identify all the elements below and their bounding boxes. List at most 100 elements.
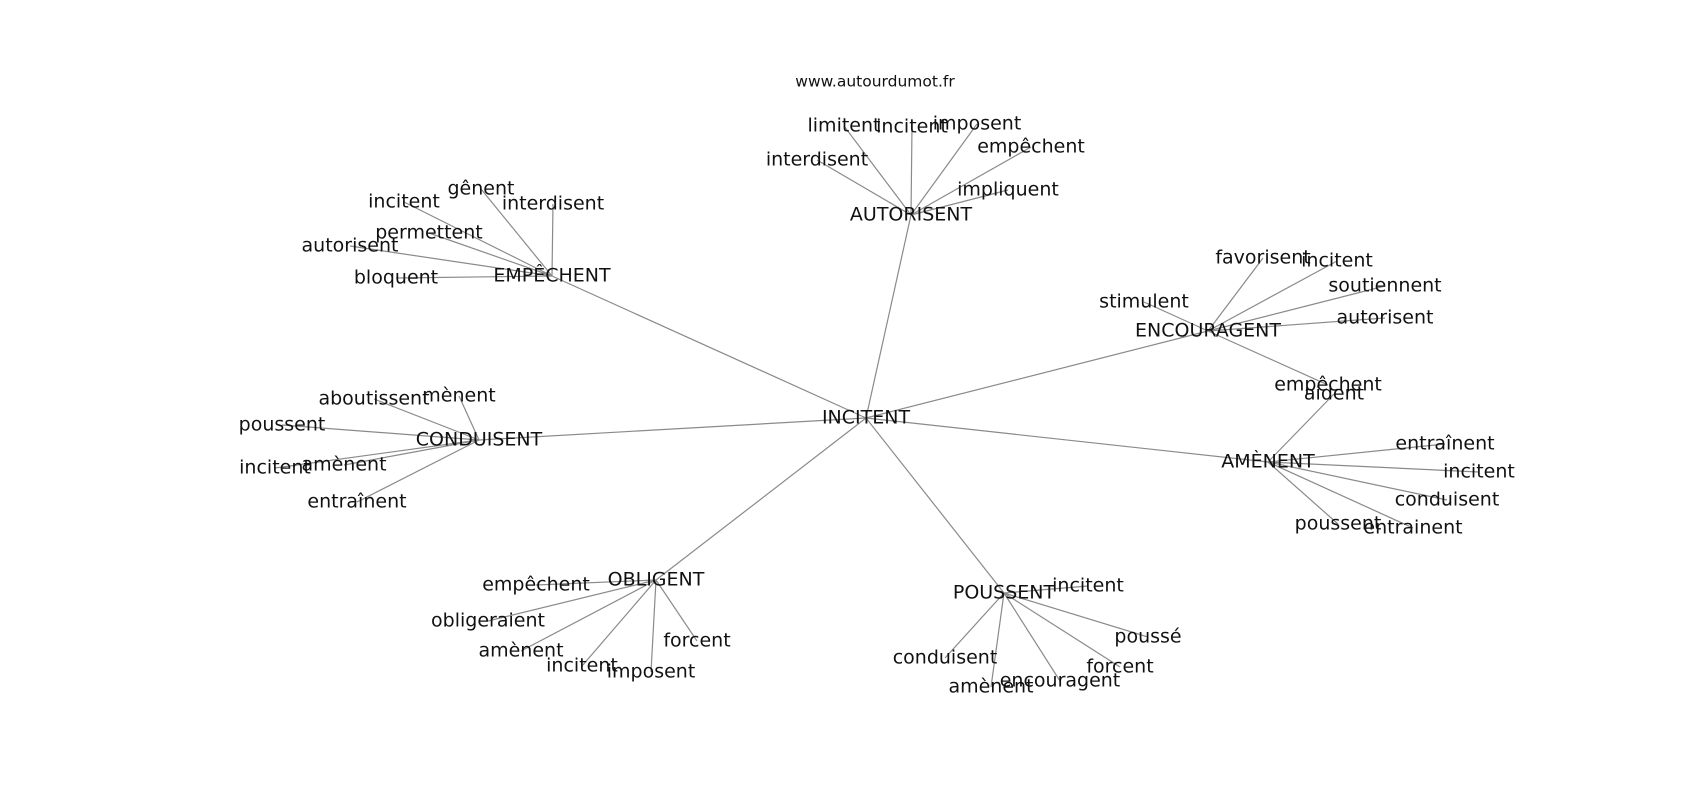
leaf-word: poussé	[1114, 626, 1181, 648]
leaf-word: incitent	[1052, 575, 1124, 597]
leaf-word: empêchent	[482, 574, 590, 596]
edge-cluster-to-leaf	[1267, 461, 1414, 529]
edge-cluster-to-leaf	[910, 123, 978, 216]
edge-cluster-to-leaf	[655, 579, 698, 642]
edge-cluster-to-leaf	[1207, 260, 1338, 332]
leaf-word: obligeraient	[431, 610, 545, 632]
edge-cluster-to-leaf	[1207, 317, 1386, 332]
edge-cluster-to-leaf	[910, 189, 1009, 216]
edge-center-to-cluster	[865, 214, 912, 419]
cluster-word: POUSSENT	[953, 582, 1056, 604]
edge-cluster-to-leaf	[520, 579, 657, 652]
edge-cluster-to-leaf	[487, 579, 657, 622]
edge-cluster-to-leaf	[1267, 461, 1339, 525]
leaf-word: amènent	[948, 676, 1033, 698]
edge-center-to-cluster	[655, 417, 867, 581]
edge-center-to-cluster	[551, 275, 867, 419]
leaf-word: interdisent	[502, 193, 604, 215]
edge-cluster-to-leaf	[1003, 592, 1061, 682]
edge-cluster-to-leaf	[1207, 330, 1329, 386]
edge-cluster-to-leaf	[535, 579, 657, 586]
leaf-word: entraînent	[307, 491, 406, 513]
leaf-word: conduisent	[1395, 489, 1500, 511]
leaf-word: aident	[1304, 383, 1364, 405]
edge-cluster-to-leaf	[581, 579, 657, 667]
edge-cluster-to-leaf	[1207, 257, 1264, 332]
leaf-word: autorisent	[302, 235, 399, 257]
leaf-word: entrainent	[1363, 517, 1462, 539]
edge-cluster-to-leaf	[843, 125, 912, 216]
edge-cluster-to-leaf	[1003, 592, 1149, 638]
edge-center-to-cluster	[865, 330, 1209, 419]
edge-cluster-to-leaf	[1267, 461, 1448, 501]
leaf-word: conduisent	[893, 647, 998, 669]
edge-cluster-to-leaf	[281, 424, 480, 441]
edge-cluster-to-leaf	[458, 395, 480, 441]
edge-cluster-to-leaf	[1267, 461, 1480, 473]
source-url: www.autourdumot.fr	[795, 73, 955, 91]
edge-cluster-to-leaf	[551, 203, 554, 277]
cluster-word: AMÈNENT	[1221, 450, 1315, 473]
leaf-word: poussent	[239, 414, 326, 436]
leaf-word: entraînent	[1395, 433, 1494, 455]
edge-cluster-to-leaf	[1207, 285, 1386, 332]
edge-cluster-to-leaf	[816, 159, 912, 216]
edge-cluster-to-leaf	[349, 245, 553, 277]
leaf-word: permettent	[375, 222, 483, 244]
edge-center-to-cluster	[478, 417, 867, 441]
leaf-word: limitent	[808, 115, 881, 137]
edge-cluster-to-leaf	[1267, 443, 1446, 463]
cluster-word: AUTORISENT	[850, 204, 973, 226]
leaf-word: empêchent	[1274, 374, 1382, 396]
edge-cluster-to-leaf	[403, 201, 553, 277]
leaf-word: encouragent	[1000, 670, 1121, 692]
edge-center-to-cluster	[865, 417, 1005, 594]
edge-cluster-to-leaf	[1267, 393, 1335, 463]
cluster-word: OBLIGENT	[608, 569, 705, 591]
edge-center-to-cluster	[865, 417, 1269, 463]
edges-layer	[274, 123, 1480, 688]
leaf-word: bloquent	[354, 267, 438, 289]
edge-cluster-to-leaf	[910, 146, 1032, 216]
edge-cluster-to-leaf	[373, 398, 480, 441]
leaf-word: favorisent	[1215, 247, 1310, 269]
leaf-word: amènent	[301, 454, 386, 476]
leaf-word: stimulent	[1099, 291, 1189, 313]
leaf-word: interdisent	[766, 149, 868, 171]
leaf-word: incitent	[1301, 250, 1373, 272]
leaf-word: amènent	[478, 640, 563, 662]
leaf-word: mènent	[422, 385, 495, 407]
leaf-word: imposent	[607, 661, 696, 683]
leaf-word: gênent	[448, 178, 515, 200]
leaf-word: soutiennent	[1328, 275, 1441, 297]
leaf-word: incitent	[1443, 461, 1515, 483]
edge-cluster-to-leaf	[1143, 301, 1209, 332]
leaf-word: forcent	[663, 630, 730, 652]
leaf-word: poussent	[1295, 513, 1382, 535]
center-word: INCITENT	[822, 407, 911, 429]
leaf-word: empêchent	[977, 136, 1085, 158]
leaf-word: incitent	[876, 116, 948, 138]
edge-cluster-to-leaf	[990, 592, 1005, 688]
edge-cluster-to-leaf	[480, 188, 553, 277]
leaf-word: forcent	[1086, 656, 1153, 678]
edge-cluster-to-leaf	[1003, 592, 1121, 668]
cluster-word: EMPÊCHENT	[493, 264, 611, 287]
cluster-word: ENCOURAGENT	[1135, 320, 1281, 342]
edge-cluster-to-leaf	[944, 592, 1005, 659]
leaf-word: impliquent	[957, 179, 1059, 201]
edge-cluster-to-leaf	[910, 126, 913, 216]
leaf-word: incitent	[546, 655, 618, 677]
leaf-word: aboutissent	[318, 388, 429, 410]
leaf-word: incitent	[239, 457, 311, 479]
edge-cluster-to-leaf	[343, 439, 480, 466]
edge-cluster-to-leaf	[274, 439, 480, 469]
leaf-word: autorisent	[1337, 307, 1434, 329]
cluster-word: CONDUISENT	[416, 429, 543, 451]
edge-cluster-to-leaf	[1003, 585, 1089, 594]
edge-cluster-to-leaf	[428, 232, 553, 277]
labels-layer: INCITENTAUTORISENTlimitentincitentimpose…	[239, 113, 1515, 698]
edge-cluster-to-leaf	[356, 439, 480, 503]
edge-cluster-to-leaf	[650, 579, 657, 673]
